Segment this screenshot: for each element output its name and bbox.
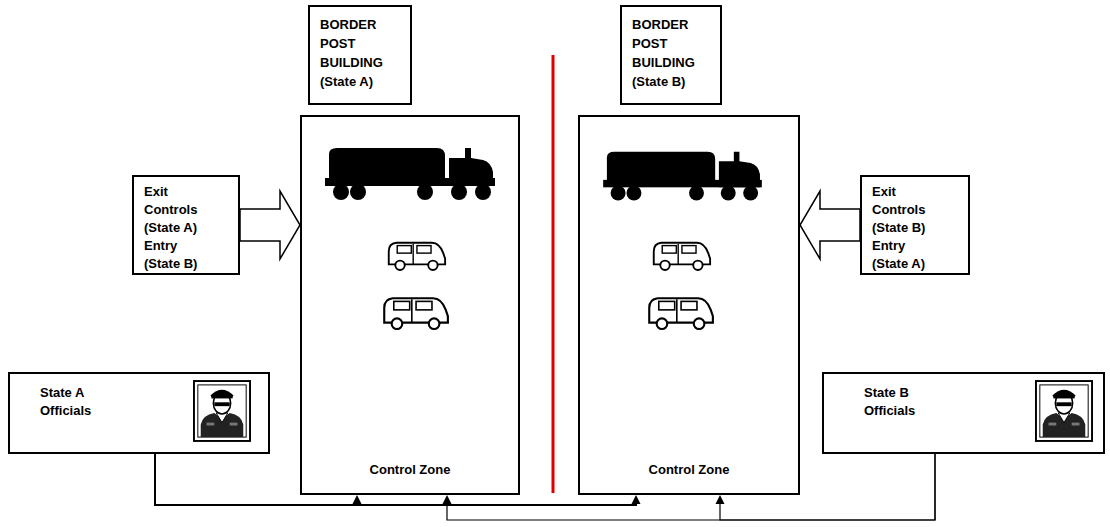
connector-line bbox=[155, 454, 636, 505]
arrow-head bbox=[716, 495, 725, 504]
box-label: Exit Controls (State B) bbox=[872, 183, 944, 237]
box-label: Exit Controls (State A) bbox=[144, 183, 216, 237]
box-label: State A Officials bbox=[40, 384, 125, 420]
box-label: Entry (State B) bbox=[144, 237, 216, 273]
connector-arrow bbox=[155, 454, 362, 505]
box-label: BORDER POST BUILDING (State A) bbox=[320, 15, 400, 91]
connector-line bbox=[155, 454, 357, 505]
connector-arrow bbox=[240, 191, 300, 259]
arrow-head bbox=[443, 495, 452, 504]
connector-arrow bbox=[155, 454, 641, 505]
van-icon bbox=[654, 243, 710, 270]
truck-icon bbox=[603, 152, 762, 201]
box-label: State B Officials bbox=[864, 384, 949, 420]
building-box: BORDER POST BUILDING (State B) bbox=[620, 5, 722, 105]
officials-box: State B Officials bbox=[822, 372, 1105, 454]
officials-box: State A Officials bbox=[8, 372, 270, 454]
control-zone: Control Zone bbox=[300, 115, 520, 495]
control-zone: Control Zone bbox=[578, 115, 800, 495]
box-label: BORDER POST BUILDING (State B) bbox=[632, 15, 710, 91]
control-box: Exit Controls (State B)Entry (State A) bbox=[860, 175, 970, 275]
border-line bbox=[552, 55, 555, 493]
control-box: Exit Controls (State A)Entry (State B) bbox=[132, 175, 240, 275]
block-arrow bbox=[800, 191, 860, 259]
block-arrow bbox=[240, 191, 300, 259]
connector-line bbox=[447, 454, 935, 520]
building-box: BORDER POST BUILDING (State A) bbox=[308, 5, 412, 105]
van-icon bbox=[649, 298, 713, 329]
box-label: Entry (State A) bbox=[872, 237, 944, 273]
box-label: Control Zone bbox=[370, 461, 451, 479]
connector-arrow bbox=[443, 454, 936, 520]
van-icon bbox=[384, 298, 448, 329]
box-label: Control Zone bbox=[649, 461, 730, 479]
officer-picture bbox=[194, 381, 250, 441]
arrow-head bbox=[632, 495, 641, 504]
truck-icon bbox=[325, 148, 495, 200]
connector-line bbox=[720, 454, 935, 520]
connector-arrow bbox=[716, 454, 936, 520]
van-icon bbox=[389, 243, 445, 270]
officer-picture bbox=[1036, 381, 1092, 441]
arrow-head bbox=[353, 495, 362, 504]
connector-arrow bbox=[800, 191, 860, 259]
